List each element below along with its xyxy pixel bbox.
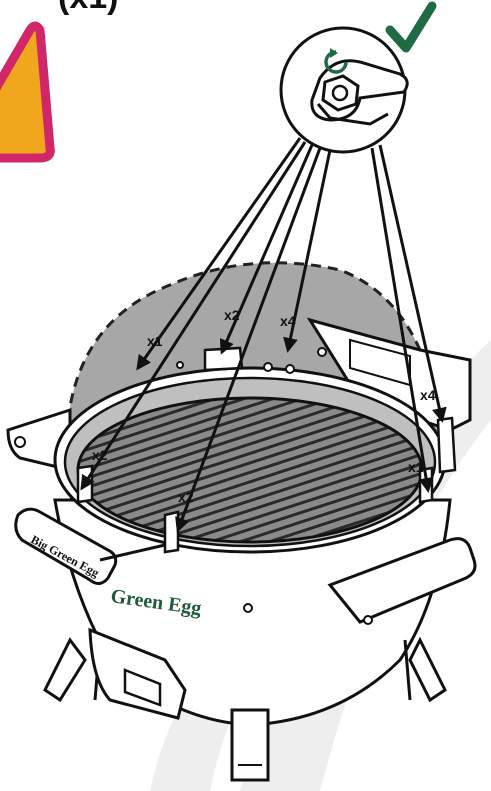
header-title: (x1) — [58, 0, 118, 16]
callout-x1-left: x1 — [147, 333, 163, 349]
callout-x1-right: x1 — [408, 459, 424, 475]
grill-body: Green Egg — [43, 498, 452, 782]
warning-icon — [0, 21, 55, 163]
detail-magnifier — [279, 26, 409, 154]
grill-rim — [53, 346, 457, 554]
right-handle — [327, 537, 477, 625]
leader-lines — [80, 137, 447, 533]
rotate-arrow-icon — [324, 48, 348, 74]
callout-x4-top: x4 — [280, 313, 296, 329]
callout-x2-front: x2 — [178, 489, 194, 505]
callout-x2-top: x2 — [224, 307, 240, 323]
nut-icon — [321, 74, 360, 112]
cooking-grate — [76, 396, 424, 544]
side-brackets — [6, 317, 472, 472]
callout-x4-right: x4 — [420, 387, 436, 403]
callout-x2-left: x2 — [92, 447, 108, 463]
quantity-labels: x1 x2 x4 x4 x2 x1 x2 — [92, 307, 436, 505]
checkmark-icon — [385, 1, 437, 53]
